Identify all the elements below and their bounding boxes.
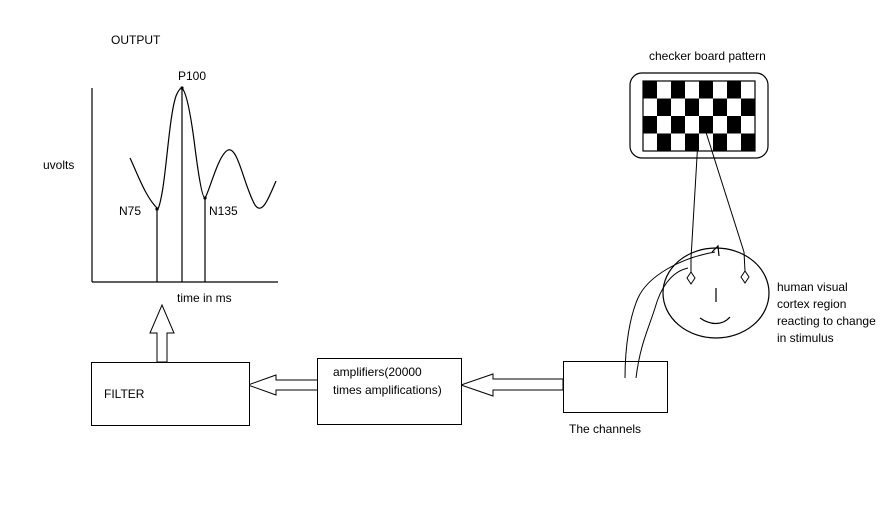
vep-waveform [129, 87, 277, 211]
checker-square [657, 98, 671, 116]
electrode-cable-outer [624, 251, 716, 379]
electrode-cable-inner [635, 267, 689, 379]
checker-square [699, 116, 713, 134]
checker-square [713, 98, 727, 116]
electrode-left [686, 271, 696, 285]
n135-label: N135 [209, 204, 238, 218]
channels-label: The channels [569, 422, 642, 436]
filter-label: FILTER [104, 387, 145, 401]
amplifiers-to-filter-arrow [246, 374, 319, 396]
head-label-line1: human visual [777, 280, 848, 294]
checker-square [727, 116, 741, 134]
amplifiers-label-line2: times amplifications) [333, 383, 442, 397]
filter-block: FILTER [91, 362, 250, 426]
checkerboard [643, 81, 755, 151]
filter-to-output-arrow [149, 303, 175, 363]
wire-right-tip [743, 251, 746, 272]
n135-marker [203, 196, 207, 200]
checker-square [671, 81, 685, 99]
output-title: OUTPUT [111, 33, 161, 47]
checker-square [643, 81, 657, 99]
head-label-line2: cortex region [777, 297, 847, 311]
head-top-tuft [711, 244, 720, 257]
checker-square [643, 116, 657, 134]
head-label-line4: in stimulus [777, 331, 834, 345]
checker-square [685, 98, 699, 116]
mouth [699, 316, 731, 325]
checker-square [657, 133, 671, 151]
checkerboard-label: checker board pattern [649, 49, 766, 63]
checker-square [685, 133, 699, 151]
wire-right [703, 125, 745, 253]
channels-block [563, 361, 668, 413]
wire-left [690, 139, 699, 259]
checker-square [671, 116, 685, 134]
checker-square [699, 81, 713, 99]
channels-to-amplifiers-arrow [459, 373, 564, 397]
head-label-line3: reacting to change [777, 314, 876, 328]
electrode-right [740, 270, 750, 284]
x-axis-label: time in ms [177, 291, 232, 305]
checker-square [727, 81, 741, 99]
y-axis-label: uvolts [43, 158, 75, 172]
checker-square [741, 133, 755, 151]
p100-marker [180, 86, 184, 90]
n75-marker [155, 207, 159, 211]
checker-square [741, 98, 755, 116]
amplifiers-label-line1: amplifiers(20000 [333, 365, 422, 379]
checker-square [713, 133, 727, 151]
checkerboard-border [642, 80, 756, 152]
amplifiers-block: amplifiers(20000 times amplifications) [317, 358, 462, 425]
n75-label: N75 [119, 204, 142, 218]
p100-label: P100 [178, 69, 207, 83]
